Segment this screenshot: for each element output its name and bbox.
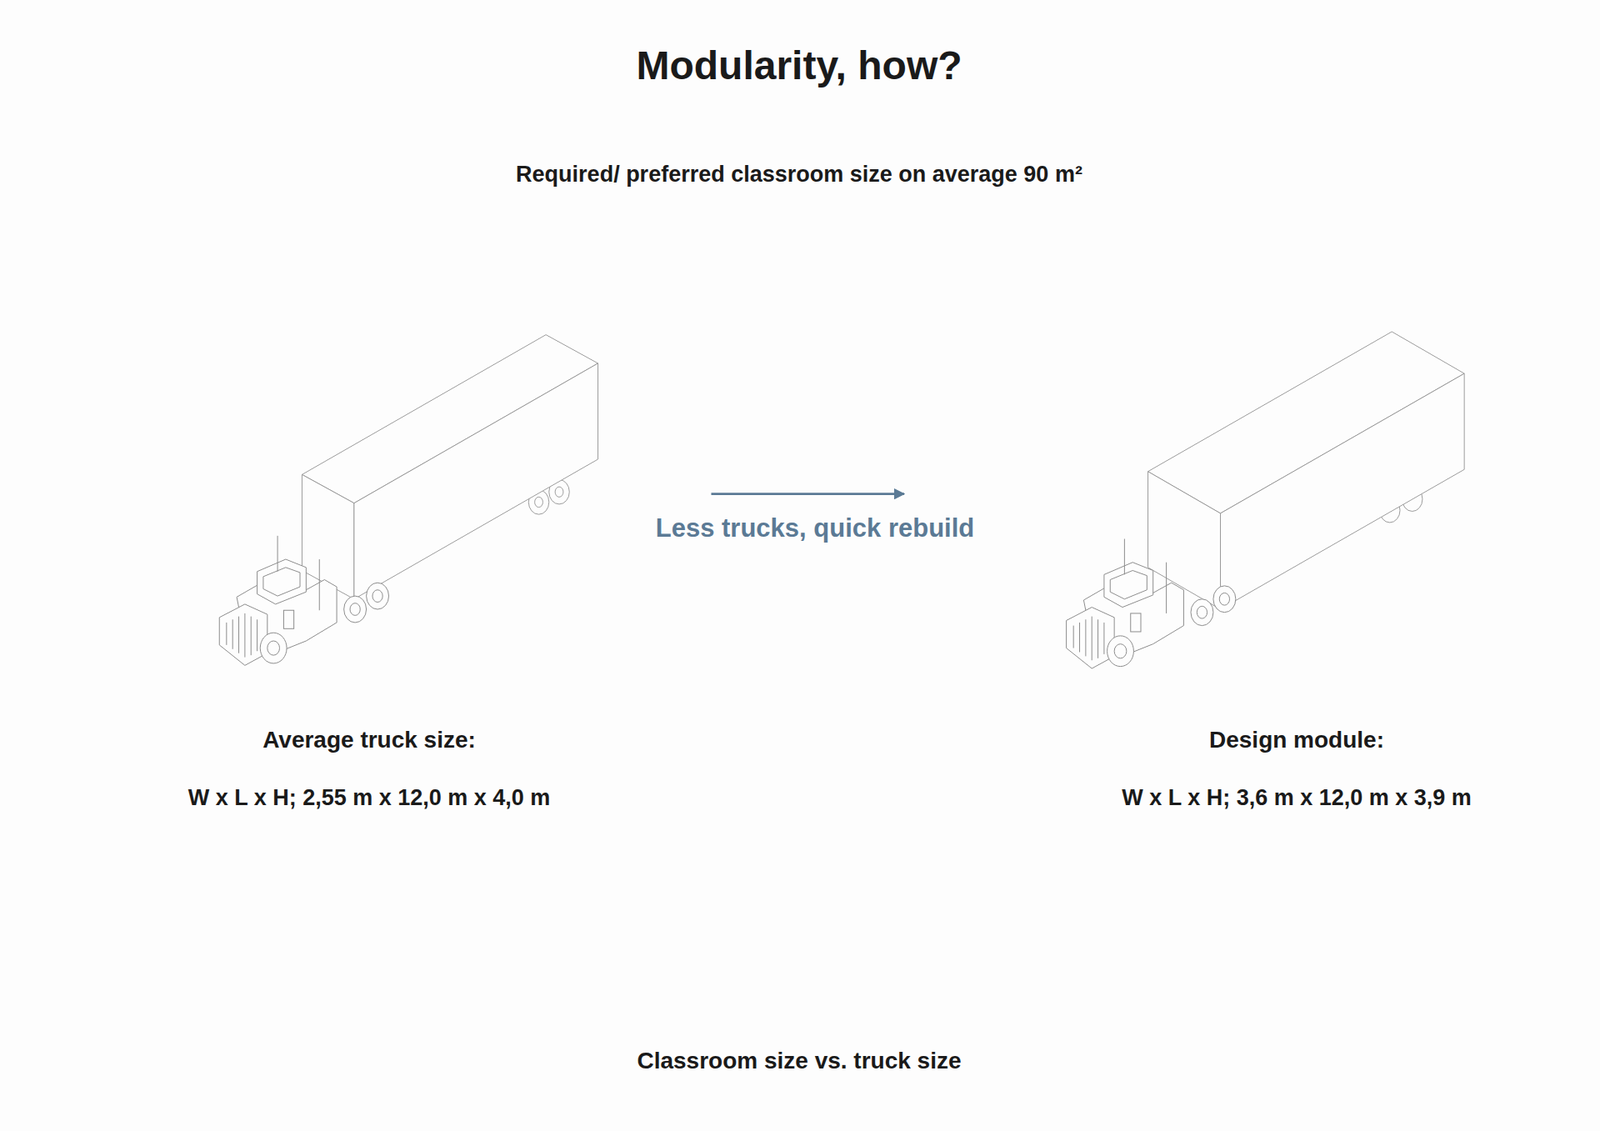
module-dimensions: W x L x H; 3,6 m x 12,0 m x 3,9 m xyxy=(1121,785,1472,811)
module-heading: Design module: xyxy=(1209,726,1385,754)
arrow-label: Less trucks, quick rebuild xyxy=(655,513,975,544)
requirement-note: Required/ preferred classroom size on av… xyxy=(515,161,1083,188)
caption: Classroom size vs. truck size xyxy=(636,1047,961,1075)
truck-dimensions: W x L x H; 2,55 m x 12,0 m x 4,0 m xyxy=(188,785,551,811)
page-title: Modularity, how? xyxy=(635,42,962,89)
truck-heading: Average truck size: xyxy=(262,726,476,754)
